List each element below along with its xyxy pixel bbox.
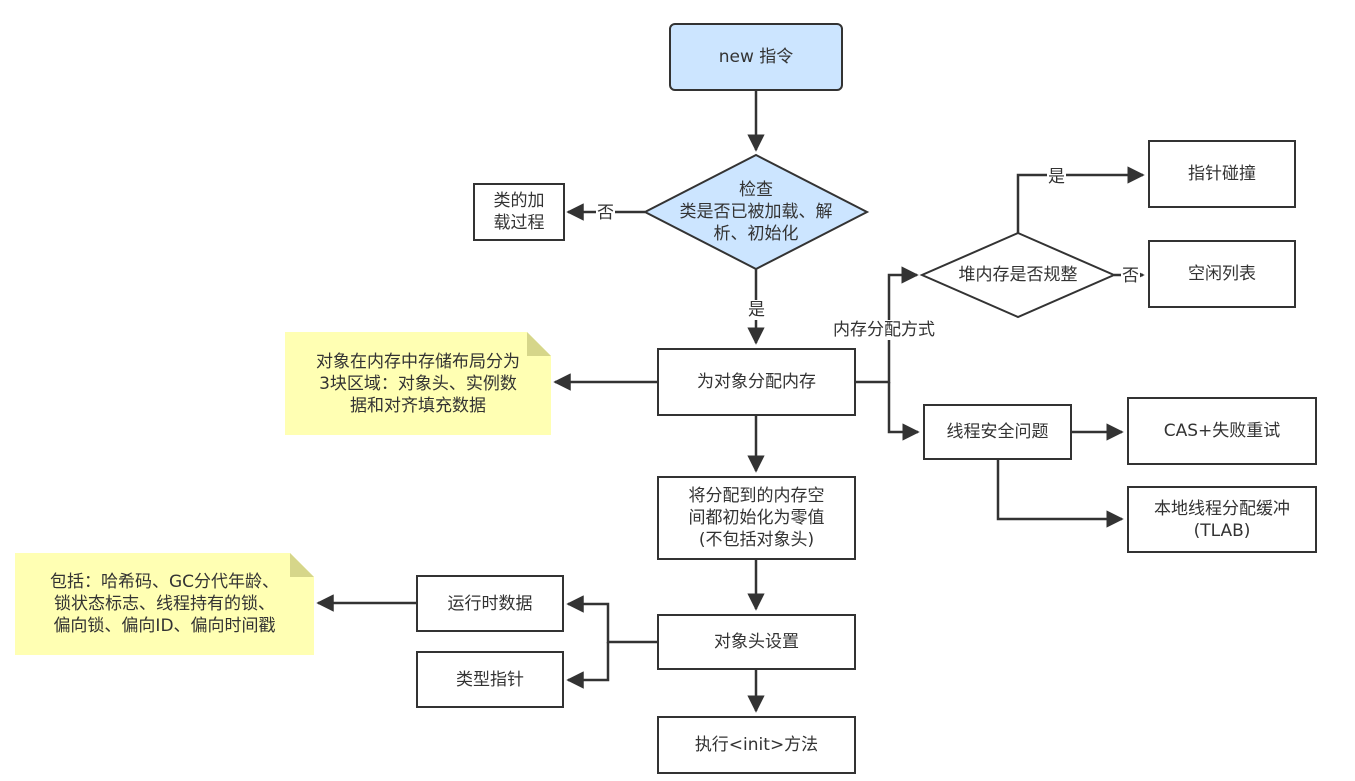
edge-thread-to-tlab xyxy=(996,460,1124,528)
node-allocate-memory: 为对象分配内存 xyxy=(657,348,856,416)
edge-label-heap-regular-yes: 是 xyxy=(1047,167,1066,187)
node-new-instruction: new 指令 xyxy=(669,23,843,91)
node-class-loading-process: 类的加 载过程 xyxy=(473,183,565,241)
node-pointer-bump: 指针碰撞 xyxy=(1148,140,1296,208)
decision-heap-regular: 堆内存是否规整 xyxy=(958,265,1078,285)
note-header-contents-shape xyxy=(15,553,314,655)
decision-heap-regular-shape xyxy=(919,231,1117,319)
edge-label-not-loaded: 否 xyxy=(596,203,615,223)
edge-header-to-type-pointer xyxy=(566,642,610,689)
edge-allocate-to-thread-safety xyxy=(887,382,920,441)
node-zero-init: 将分配到的内存空 间都初始化为零值 (不包括对象头) xyxy=(657,476,856,560)
edge-header-to-runtime-data xyxy=(566,595,657,644)
node-invoke-init: 执行<init>方法 xyxy=(657,716,856,774)
node-tlab: 本地线程分配缓冲 (TLAB) xyxy=(1127,486,1317,553)
node-thread-safety: 线程安全问题 xyxy=(923,404,1072,460)
node-type-pointer: 类型指针 xyxy=(416,651,564,708)
node-free-list: 空闲列表 xyxy=(1148,240,1296,308)
edge-label-loaded: 是 xyxy=(747,300,766,320)
node-runtime-data: 运行时数据 xyxy=(416,575,564,632)
edge-heap-to-pointer-bump xyxy=(1016,166,1145,233)
note-header-contents: 包括：哈希码、GC分代年龄、 锁状态标志、线程持有的锁、 偏向锁、偏向ID、偏向… xyxy=(49,572,280,636)
node-header-setup: 对象头设置 xyxy=(657,614,856,670)
node-cas-retry: CAS+失败重试 xyxy=(1127,397,1317,465)
edge-label-heap-regular-no: 否 xyxy=(1121,266,1140,286)
edge-label-allocation-method: 内存分配方式 xyxy=(832,320,936,340)
note-memory-layout-shape xyxy=(285,332,551,435)
decision-check-loaded: 检查 类是否已被加载、解 析、初始化 xyxy=(679,180,833,244)
note-memory-layout: 对象在内存中存储布局分为 3块区域：对象头、实例数 据和对齐填充数据 xyxy=(316,351,520,416)
